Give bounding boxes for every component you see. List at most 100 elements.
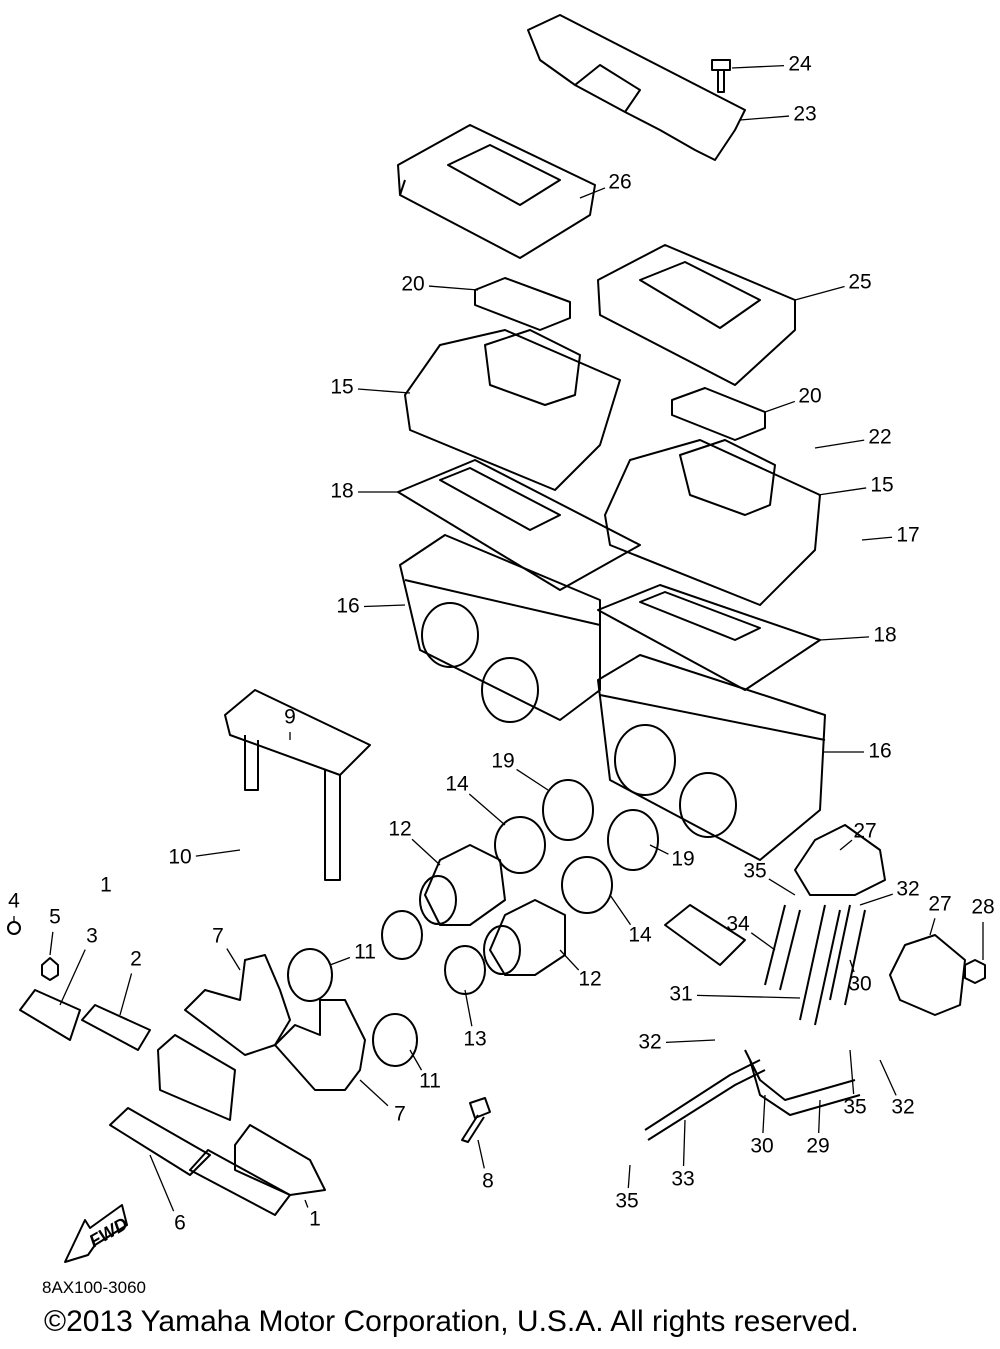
callout-16: 16 [868, 740, 891, 763]
leader-line [861, 536, 893, 541]
part-12-boot-opening [483, 925, 521, 975]
part-12-boot-opening [419, 875, 457, 925]
callout-31: 31 [669, 983, 692, 1006]
part-4-screw [7, 921, 21, 935]
callout-15: 15 [330, 376, 353, 399]
part-15-cover-right [604, 439, 821, 606]
part-26-foam [397, 124, 596, 259]
part-18-gasket-right [597, 584, 821, 691]
part-31-hose [799, 904, 841, 1026]
part-27-pump-b [889, 934, 966, 1016]
part-3-reed-petal [19, 989, 81, 1041]
diagram-code: 8AX100-3060 [42, 1278, 146, 1297]
leader-line [839, 839, 853, 851]
part-21-pad [664, 904, 746, 966]
callout-27: 27 [928, 893, 951, 916]
part-5-nut [41, 957, 59, 981]
callout-1: 1 [100, 874, 112, 897]
leader-line [696, 994, 801, 999]
leader-line [764, 400, 796, 413]
leader-line [649, 844, 669, 855]
callout-13: 13 [463, 1028, 486, 1051]
leader-line [411, 838, 441, 866]
part-6-gasket-b [189, 1149, 291, 1216]
part-7-manifold-b [274, 999, 366, 1091]
callout-11: 11 [354, 941, 376, 964]
leader-line [359, 1079, 389, 1107]
leader-line [609, 894, 632, 926]
part-16-port [614, 724, 676, 796]
part-7-manifold [184, 954, 291, 1056]
callout-22: 22 [868, 426, 891, 449]
callout-34: 34 [726, 913, 750, 936]
leader-line [794, 285, 845, 301]
leader-line [849, 1049, 855, 1095]
callout-20: 20 [401, 273, 424, 296]
callout-18: 18 [873, 624, 896, 647]
leader-line [559, 949, 580, 971]
callout-5: 5 [49, 906, 61, 929]
part-16-port [679, 772, 737, 838]
callout-35: 35 [843, 1096, 866, 1119]
part-1-reed [157, 1034, 236, 1121]
part-28-nut [964, 959, 986, 984]
fwd-arrow-icon: FWD [64, 1204, 131, 1263]
leader-line [768, 878, 796, 896]
part-14-clamp-b [561, 856, 613, 914]
part-16-box-right [597, 654, 826, 861]
callout-2: 2 [130, 948, 142, 971]
leader-line [226, 948, 241, 971]
part-20-filter [474, 277, 571, 331]
leader-line [59, 949, 86, 1006]
part-2-stopper [81, 1004, 151, 1051]
callout-28: 28 [971, 896, 994, 919]
callout-12: 12 [578, 968, 601, 991]
part-19-ring-b [607, 809, 659, 871]
callout-26: 26 [608, 171, 631, 194]
leader-line [477, 1139, 485, 1169]
callout-29: 29 [806, 1135, 829, 1158]
leader-line [579, 187, 606, 199]
part-16-port [421, 602, 479, 668]
callout-32: 32 [896, 878, 919, 901]
leader-line [849, 959, 855, 973]
leader-line [879, 1059, 897, 1096]
callout-15: 15 [870, 474, 893, 497]
part-25-foam [597, 244, 796, 386]
callout-19: 19 [671, 848, 694, 871]
callout-10: 10 [168, 846, 191, 869]
callout-33: 33 [671, 1168, 694, 1191]
leader-line [665, 1039, 716, 1044]
leader-line [149, 1154, 175, 1212]
callout-35: 35 [615, 1190, 638, 1213]
callout-11: 11 [419, 1070, 441, 1093]
leader-line [739, 115, 790, 121]
callout-8: 8 [482, 1170, 494, 1193]
part-27-pump [794, 824, 886, 896]
callout-7: 7 [394, 1103, 406, 1126]
part-11-clamp-b [372, 1013, 418, 1067]
leader-line [119, 973, 133, 1016]
copyright: ©2013 Yamaha Motor Corporation, U.S.A. A… [44, 1305, 859, 1338]
callout-16: 16 [336, 595, 359, 618]
leader-line [818, 1099, 821, 1134]
leader-line [682, 1119, 686, 1167]
part-15-cover [404, 329, 621, 491]
callout-7: 7 [212, 925, 224, 948]
leader-line [464, 989, 473, 1027]
part-12-boot [424, 844, 506, 926]
part-8-bolt [461, 1097, 491, 1143]
leader-line [428, 285, 479, 291]
part-12-boot-b [489, 899, 566, 976]
leader-line [409, 1049, 423, 1071]
callout-30: 30 [750, 1135, 773, 1158]
leader-line [750, 932, 776, 951]
part-29-hose [744, 1049, 861, 1116]
part-16-box [399, 534, 601, 721]
callout-35: 35 [743, 860, 766, 883]
leader-line [762, 1094, 766, 1134]
callout-30: 30 [848, 973, 871, 996]
callout-18: 18 [330, 480, 353, 503]
leader-line [468, 793, 506, 826]
